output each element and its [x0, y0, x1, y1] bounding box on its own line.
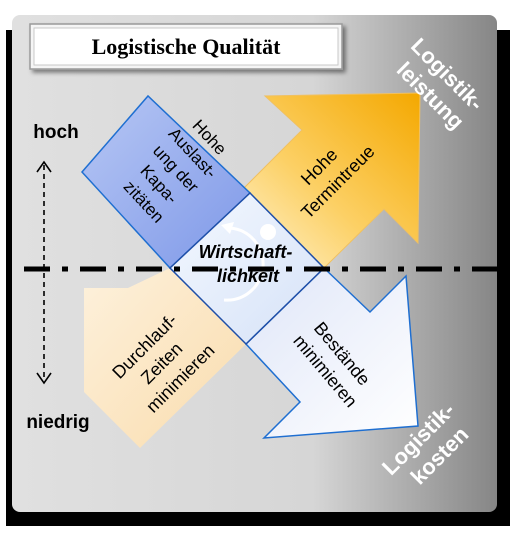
- axis-low-label: niedrig: [26, 412, 89, 433]
- throughput-arrow: [84, 268, 246, 448]
- axis-high-label: hoch: [33, 122, 78, 143]
- center-label: Wirtschaft- lichkeit: [199, 242, 298, 286]
- axis-down-arrow-icon: [36, 372, 52, 385]
- axis-up-arrow-icon: [36, 160, 52, 173]
- inventory-arrow: [244, 266, 419, 439]
- title-box: [29, 23, 343, 70]
- page-title: Logistische Qualität: [92, 34, 282, 59]
